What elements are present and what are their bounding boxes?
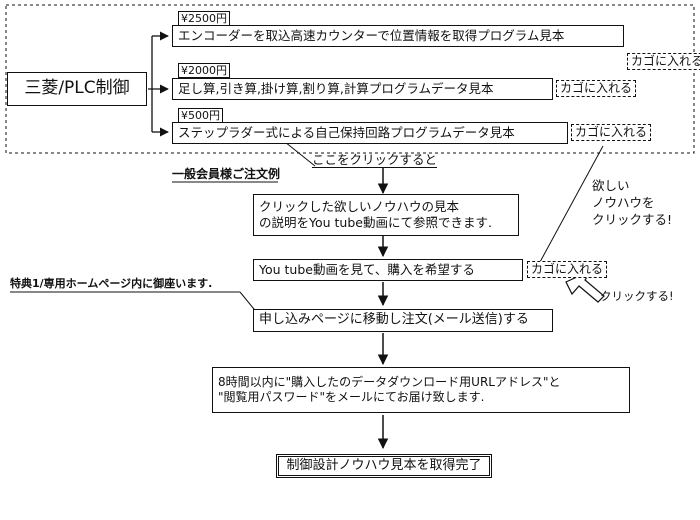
click-label: クリックする! xyxy=(600,289,674,303)
step-4-line-2: "閲覧用パスワード"をメールにてお届け致します. xyxy=(218,390,485,404)
side-note: 欲しい ノウハウを クリックする! xyxy=(592,178,672,229)
step-1-box: クリックした欲しいノウハウの見本 の説明をYou tube動画にて参照できます. xyxy=(253,194,519,236)
bonus-note: 特典1/専用ホームページ内に御座います. xyxy=(10,277,213,290)
products-region-border xyxy=(5,4,695,154)
side-note-line-1: 欲しい xyxy=(592,178,630,193)
product-3-cart-button[interactable]: カゴに入れる xyxy=(571,124,652,141)
product-2-price: ¥2000円 xyxy=(178,63,230,78)
step-2-cart-button[interactable]: カゴに入れる xyxy=(527,261,608,278)
product-1-cart-button[interactable]: カゴに入れる xyxy=(627,53,700,70)
step-4-line-1: 8時間以内に"購入したのデータダウンロード用URLアドレス"と xyxy=(218,375,561,389)
main-category-box: 三菱/PLC制御 xyxy=(7,72,147,106)
step-4-box: 8時間以内に"購入したのデータダウンロード用URLアドレス"と "閲覧用パスワー… xyxy=(212,367,630,413)
step-5-box: 制御設計ノウハウ見本を取得完了 xyxy=(276,454,492,478)
step-1-line-2: の説明をYou tube動画にて参照できます. xyxy=(259,215,492,230)
product-3-title[interactable]: ステップラダー式による自己保持回路プログラムデータ見本 xyxy=(172,122,568,144)
product-1-title[interactable]: エンコーダーを取込高速カウンターで位置情報を取得プログラム見本 xyxy=(172,25,624,47)
product-1-price: ¥2500円 xyxy=(178,11,230,26)
product-2-cart-button[interactable]: カゴに入れる xyxy=(556,80,637,97)
side-note-line-3: クリックする! xyxy=(592,211,673,227)
step-2-box: You tube動画を見て、購入を希望する xyxy=(253,259,523,281)
order-example-label: 一般会員様ご注文例 xyxy=(172,167,281,181)
step-3-box: 申し込みページに移動し注文(メール送信)する xyxy=(253,309,553,332)
side-note-line-2: ノウハウを xyxy=(592,194,655,210)
product-2-title[interactable]: 足し算,引き算,掛け算,割り算,計算プログラムデータ見本 xyxy=(172,78,553,100)
step-1-line-1: クリックした欲しいノウハウの見本 xyxy=(259,199,460,215)
click-here-note: ここをクリックすると xyxy=(312,152,438,168)
cart-pointer-line xyxy=(539,145,604,263)
product-3-price: ¥500円 xyxy=(178,108,223,123)
